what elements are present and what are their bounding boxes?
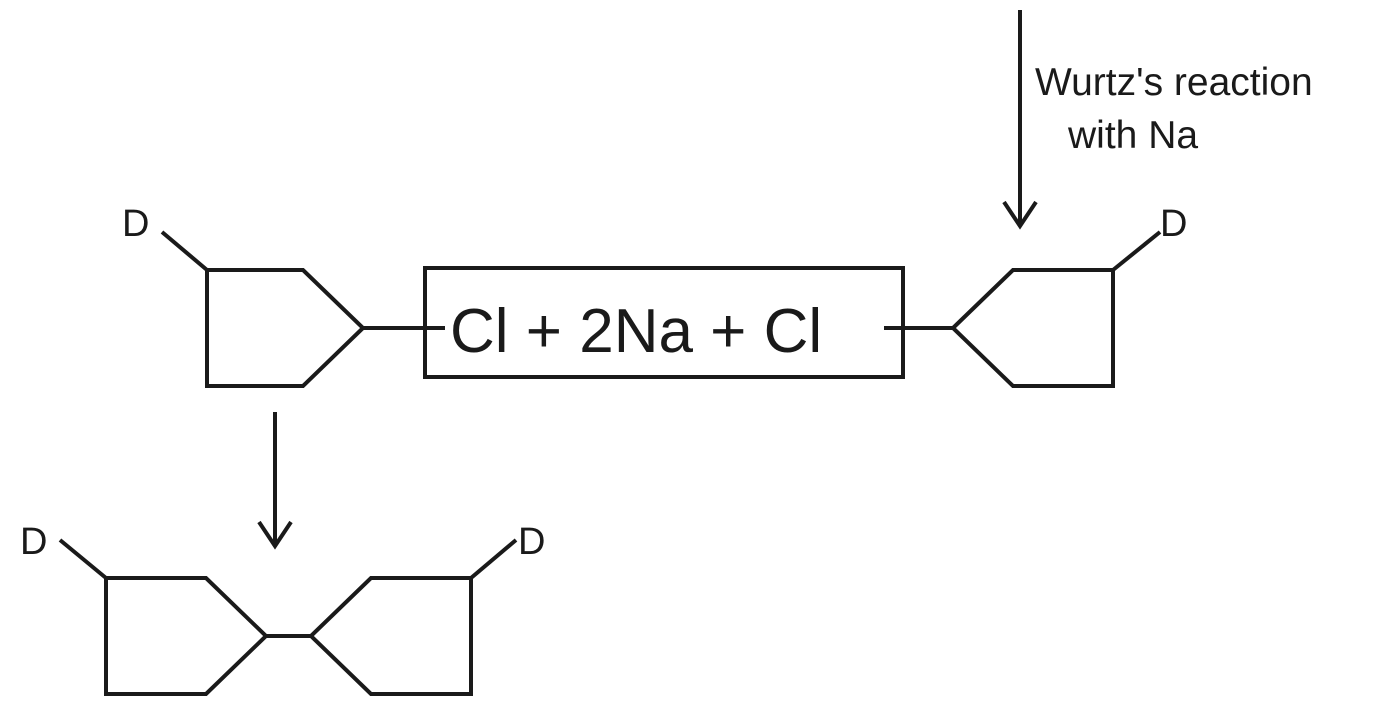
product-right-ring [308, 576, 473, 696]
product-left-substituent: D [20, 521, 47, 563]
right-reactant-ring [950, 268, 1115, 388]
reaction-equation: Cl + 2Na + Cl [450, 297, 822, 366]
product-arrowhead [257, 520, 293, 550]
equation-box [423, 266, 905, 379]
left-reactant-substituent: D [122, 203, 149, 245]
reaction-condition-line2: with Na [1067, 114, 1198, 157]
right-reactant-d-bond [1111, 230, 1162, 272]
left-reactant-d-bond [160, 230, 209, 272]
reaction-condition-arrowhead [1002, 200, 1038, 230]
reaction-condition-line1: Wurtz's reaction [1035, 61, 1313, 104]
product-left-ring [104, 576, 269, 696]
left-reactant-ring [205, 268, 366, 388]
product-left-d-bond [58, 538, 108, 580]
product-right-substituent: D [518, 521, 545, 563]
right-reactant-substituent: D [1160, 203, 1187, 245]
product-right-d-bond [469, 538, 518, 580]
